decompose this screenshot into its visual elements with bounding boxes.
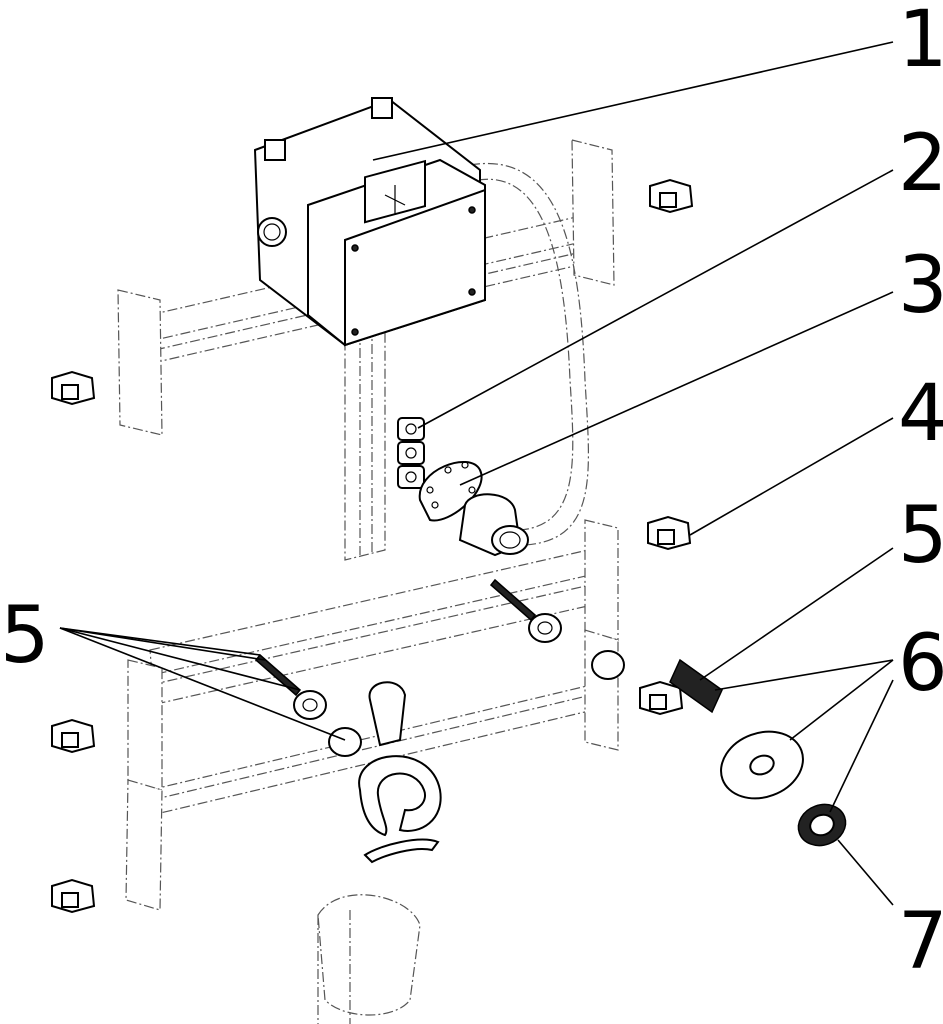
label-5-left: 5 xyxy=(0,591,50,681)
label-7: 7 xyxy=(898,897,943,987)
leader-lines xyxy=(59,41,894,906)
mounting-frame-outline xyxy=(117,139,619,1024)
label-1: 1 xyxy=(898,0,943,85)
part-number-labels: 1 2 3 4 5 5 6 7 xyxy=(0,0,943,987)
label-2: 2 xyxy=(898,119,943,209)
reducer-fitting xyxy=(797,803,847,847)
nut-stack xyxy=(397,417,425,489)
flange-plate xyxy=(418,460,529,557)
pipe-clamp xyxy=(358,681,442,864)
label-4: 4 xyxy=(898,369,943,459)
threaded-rods xyxy=(254,578,723,757)
frame-clips xyxy=(51,178,694,914)
concealed-box xyxy=(253,97,486,347)
washer xyxy=(720,730,804,800)
label-5-right: 5 xyxy=(898,491,943,581)
label-3: 3 xyxy=(898,241,943,331)
label-6: 6 xyxy=(898,619,943,709)
